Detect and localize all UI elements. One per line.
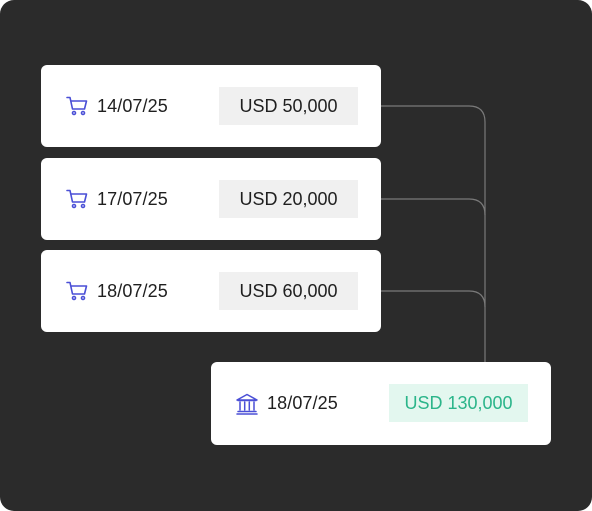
payment-date: 14/07/25 [97, 95, 168, 116]
shopping-cart-icon [65, 94, 89, 118]
payment-amount: USD 50,000 [219, 87, 358, 125]
connector-line [381, 105, 486, 362]
settlement-date: 18/07/25 [267, 393, 338, 413]
settlement-amount: USD 130,000 [389, 384, 528, 422]
payment-card[interactable]: 17/07/25 USD 20,000 [41, 158, 381, 240]
payment-date: 18/07/25 [97, 280, 168, 301]
payment-date: 17/07/25 [97, 188, 168, 209]
payment-amount: USD 60,000 [219, 272, 358, 310]
payment-card[interactable]: 18/07/25 USD 60,000 [41, 250, 381, 332]
connector-line [381, 290, 486, 308]
connector-line [381, 198, 486, 216]
payment-amount: USD 20,000 [219, 180, 358, 218]
payment-card[interactable]: 14/07/25 USD 50,000 [41, 65, 381, 147]
settlement-card[interactable]: 18/07/25 USD 130,000 [211, 362, 551, 445]
shopping-cart-icon [65, 279, 89, 303]
bank-icon [235, 392, 259, 416]
shopping-cart-icon [65, 187, 89, 211]
